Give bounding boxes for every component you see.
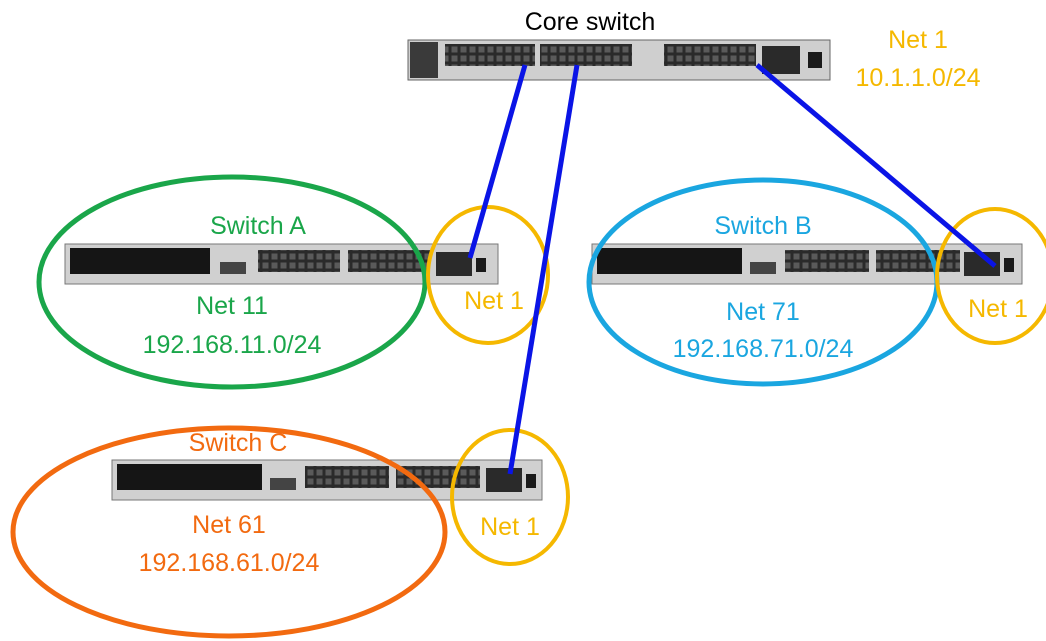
switch-c-net1-circle — [450, 428, 570, 566]
core-switch-device — [407, 39, 831, 81]
switch-c-subnet: 192.168.61.0/24 — [139, 549, 320, 577]
switch-b-uplink-net: Net 1 — [968, 295, 1028, 323]
core-net-name: Net 1 — [888, 26, 948, 54]
switch-a-title: Switch A — [210, 212, 306, 240]
switch-b-device — [591, 243, 1023, 285]
switch-a-subnet: 192.168.11.0/24 — [143, 331, 322, 359]
switch-c-title: Switch C — [189, 429, 288, 457]
switch-a-net-name: Net 11 — [196, 292, 268, 320]
switch-a-uplink-net: Net 1 — [464, 287, 524, 315]
switch-b-title: Switch B — [714, 212, 811, 240]
switch-b-net-name: Net 71 — [726, 298, 800, 326]
switch-c-uplink-net: Net 1 — [480, 513, 540, 541]
switch-a-device — [64, 243, 499, 285]
link-core-to-switch-b — [755, 63, 997, 268]
switch-b-subnet: 192.168.71.0/24 — [673, 335, 854, 363]
switch-b-net1-circle — [935, 207, 1046, 345]
switch-a-net1-circle — [426, 205, 550, 345]
core-net-subnet: 10.1.1.0/24 — [855, 64, 980, 92]
core-switch-title: Core switch — [525, 8, 656, 36]
switch-c-device — [111, 459, 543, 501]
net-61-boundary — [10, 425, 448, 639]
link-core-to-switch-c — [507, 64, 580, 475]
switch-c-net-name: Net 61 — [192, 511, 266, 539]
net-11-boundary — [36, 174, 428, 390]
link-core-to-switch-a — [467, 64, 528, 259]
